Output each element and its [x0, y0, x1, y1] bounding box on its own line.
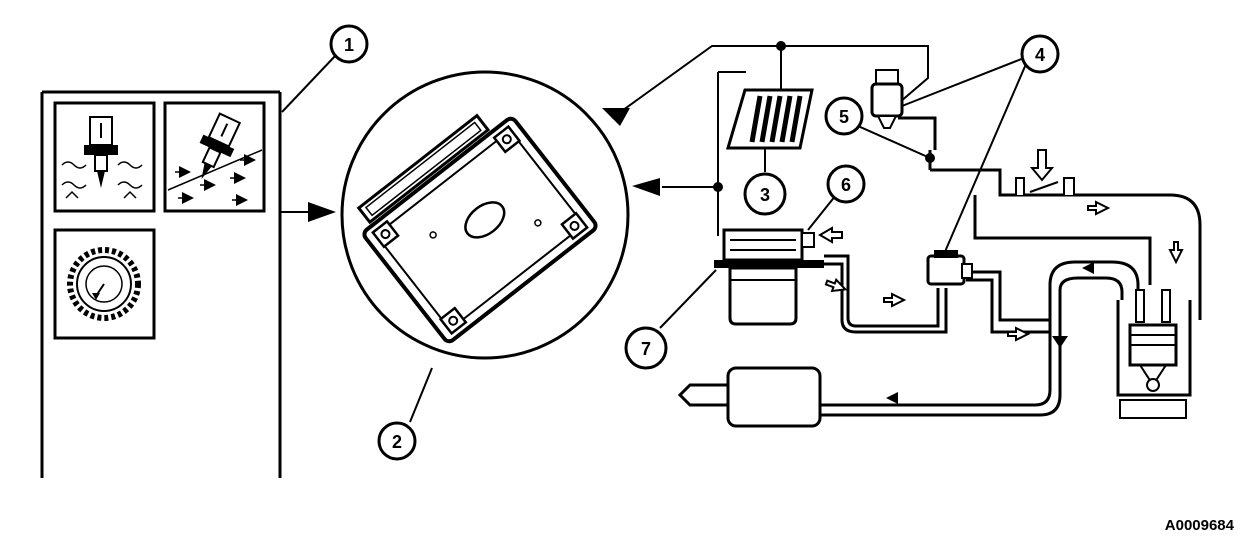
temperature-sensor-icon [53, 101, 156, 213]
engine-cylinder-icon [1116, 289, 1192, 419]
air-inlet-arrow-icon [1029, 149, 1055, 182]
callout-6: 6 [826, 164, 866, 204]
callout-2-label: 2 [392, 432, 402, 452]
control-module-icon [340, 70, 660, 360]
figure-id: A0009684 [1165, 517, 1235, 534]
signal-arrow-icon [308, 202, 336, 222]
callout-5: 5 [824, 96, 864, 136]
callout-3-label: 3 [760, 185, 770, 205]
signal-wires [611, 41, 929, 236]
sensor-panel [40, 90, 336, 478]
callout-4: 4 [1020, 34, 1060, 74]
airflow-sensor-icon [163, 101, 266, 213]
callout-3: 3 [743, 172, 787, 216]
callout-1-label: 1 [344, 35, 354, 55]
throttle-body-icon [1015, 177, 1075, 195]
callout-6-label: 6 [841, 175, 851, 195]
exhaust-flow-arrows [886, 262, 1094, 404]
solenoid-valve-icon [926, 250, 973, 286]
callout-1: 1 [329, 24, 369, 64]
callout-7-label: 7 [641, 339, 651, 359]
callout-5-label: 5 [839, 107, 849, 127]
callout-7: 7 [624, 326, 668, 370]
callout-4-label: 4 [1035, 45, 1045, 65]
reluctor-wheel-icon [53, 228, 156, 340]
callout-2: 2 [377, 421, 417, 461]
flow-arrows [818, 149, 1184, 342]
purge-valve-icon [870, 69, 937, 150]
muffler-icon [726, 366, 822, 428]
leader-lines [281, 54, 1027, 423]
heat-exchanger-icon [725, 88, 814, 172]
canister-icon [714, 228, 824, 326]
